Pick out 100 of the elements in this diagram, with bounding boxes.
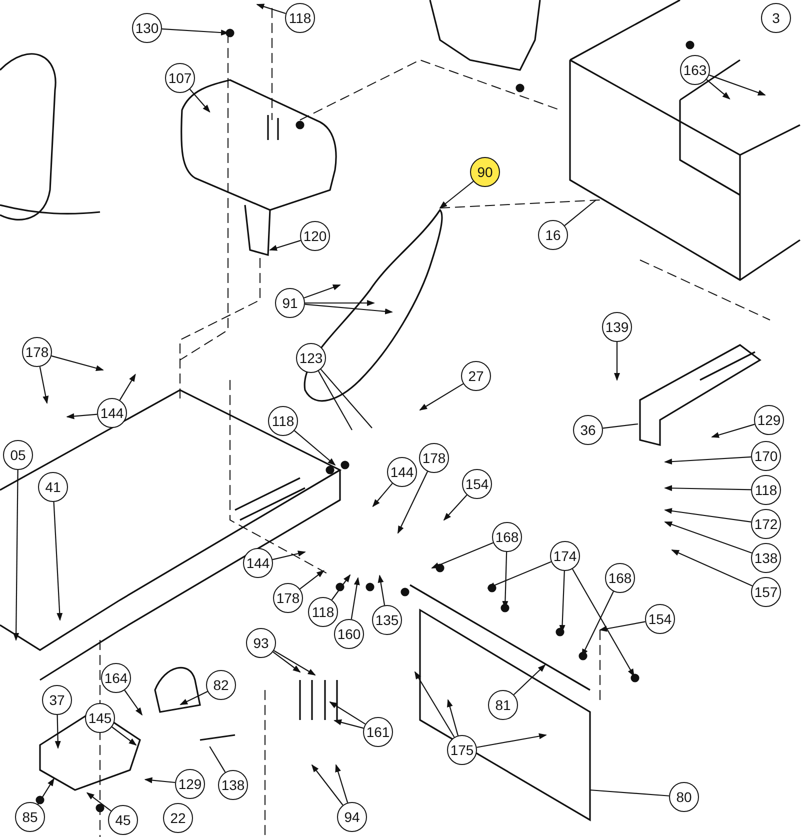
callout-number: 118 (268, 406, 298, 436)
callout-number: 178 (273, 583, 303, 613)
callout-number: 3 (761, 3, 791, 33)
callout-number: 172 (751, 509, 781, 539)
leader-line (378, 574, 386, 606)
leader-line (335, 764, 348, 803)
leader-line (708, 74, 766, 96)
callout-number: 93 (246, 628, 276, 658)
leader-line (272, 652, 301, 673)
leader-line (671, 550, 753, 586)
leader-line (664, 508, 752, 522)
leader-line (311, 764, 344, 806)
leader-line (37, 778, 54, 805)
callout-number: 178 (22, 337, 52, 367)
leader-line (431, 542, 494, 568)
callout-number: 22 (163, 803, 193, 833)
leader-line (66, 413, 98, 420)
callout-number: 118 (751, 475, 781, 505)
leader-line (162, 28, 229, 36)
leader-line (476, 733, 547, 748)
leader-line (13, 470, 20, 641)
callout-number: 144 (97, 398, 127, 428)
callout-number: 138 (751, 543, 781, 573)
leader-line (414, 671, 455, 738)
callout-number: 135 (372, 605, 402, 635)
callout-number: 163 (680, 55, 710, 85)
leader-line (51, 355, 104, 372)
leader-line (180, 691, 208, 706)
leader-line (572, 568, 634, 677)
callout-number: 82 (206, 670, 236, 700)
leader-line (334, 719, 364, 729)
leader-line (269, 240, 301, 251)
leader-line (304, 284, 341, 298)
callout-number: 123 (296, 343, 326, 373)
callout-number: 144 (243, 548, 273, 578)
callout-number: 27 (461, 361, 491, 391)
leader-line (320, 368, 372, 428)
leader-line (119, 374, 136, 400)
callout-number: 175 (447, 735, 477, 765)
callout-number: 168 (492, 522, 522, 552)
callout-number: 05 (3, 440, 33, 470)
callout-number: 130 (132, 13, 162, 43)
leader-line (443, 494, 468, 521)
leader-line (331, 574, 351, 600)
leader-line (398, 471, 428, 534)
callout-number: 161 (363, 717, 393, 747)
callout-number: 139 (602, 312, 632, 342)
leader-line (112, 726, 137, 746)
callout-number: 91 (275, 288, 305, 318)
leader-line (294, 430, 336, 466)
leader-line (439, 180, 474, 209)
callout-number: 118 (308, 597, 338, 627)
callout-number: 138 (218, 770, 248, 800)
callout-number: 157 (751, 577, 781, 607)
leader-line (711, 424, 755, 438)
leader-line (53, 502, 63, 621)
leader-line (144, 777, 176, 784)
leader-line (590, 789, 670, 796)
callout-number: 178 (419, 443, 449, 473)
leader-line (447, 699, 458, 736)
callout-number: 144 (387, 457, 417, 487)
callout-number: 154 (645, 604, 675, 634)
leader-line (706, 79, 730, 100)
callout-number: 118 (285, 3, 315, 33)
leader-line (487, 561, 552, 588)
leader-line (86, 792, 112, 812)
leader-line (189, 88, 210, 113)
leader-line (614, 342, 620, 381)
leader-line (372, 483, 393, 508)
callout-number: 36 (573, 415, 603, 445)
leader-line (300, 570, 325, 590)
leader-line (664, 521, 752, 554)
leader-line (329, 701, 366, 725)
leader-line (664, 485, 752, 492)
callout-number: 81 (488, 690, 518, 720)
callout-number: 168 (605, 563, 635, 593)
callout-number: 107 (165, 63, 195, 93)
callout-number: 16 (538, 220, 568, 250)
callout-number: 145 (85, 703, 115, 733)
callout-number: 154 (462, 469, 492, 499)
callout-number: 41 (38, 472, 68, 502)
leader-line (256, 4, 286, 14)
leader-line (664, 456, 752, 465)
leader-line (419, 383, 464, 411)
callout-number: 170 (751, 441, 781, 471)
leader-line (599, 621, 646, 632)
leader-line (513, 664, 546, 696)
callout-number: 160 (334, 619, 364, 649)
leader-line (274, 650, 316, 676)
leader-line (209, 746, 226, 772)
callout-number: 37 (42, 685, 72, 715)
callout-number: 164 (101, 663, 131, 693)
callout-number: 45 (108, 805, 138, 835)
callout-number: 174 (550, 541, 580, 571)
leader-line (39, 366, 49, 404)
leader-line (602, 423, 638, 429)
callout-number: 85 (15, 802, 45, 832)
leader-line (318, 370, 352, 430)
callout-number: 90 (470, 157, 500, 187)
leader-line (54, 714, 61, 749)
